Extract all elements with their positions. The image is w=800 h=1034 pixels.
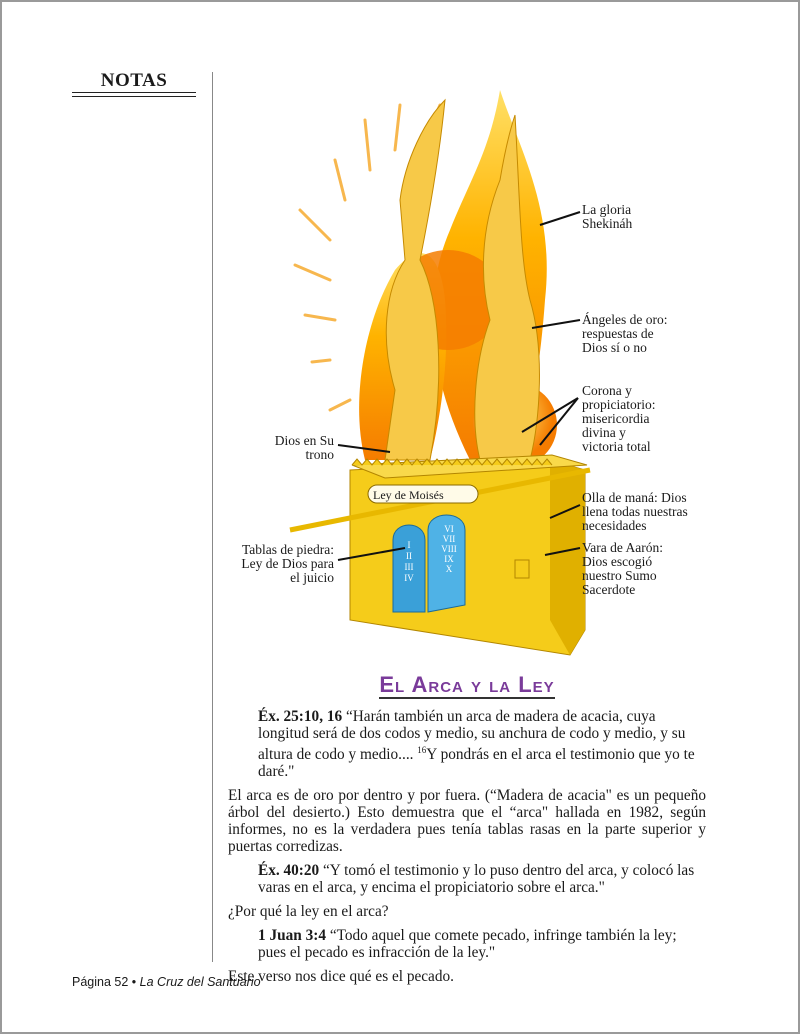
paragraph: Este verso nos dice qué es el pecado.: [228, 968, 454, 986]
stone-tablets: [392, 514, 466, 613]
notes-heading: NOTAS: [100, 70, 168, 91]
body-text: Éx. 25:10, 16 “Harán también un arca de …: [228, 708, 706, 992]
label-leaders: [337, 211, 581, 561]
scroll-label: Ley de Moisés: [373, 488, 444, 502]
verse-exodus-25: Éx. 25:10, 16 “Harán también un arca de …: [258, 708, 695, 781]
paragraph: El arca es de oro por dentro y por fuera…: [228, 787, 706, 856]
verse-exodus-40: Éx. 40:20 “Y tomó el testimonio y lo pus…: [258, 862, 695, 897]
verse-1-john: 1 Juan 3:4 “Todo aquel que comete pecado…: [258, 927, 677, 962]
notes-rule: [72, 92, 196, 93]
section-title: El Arca y la Ley: [379, 672, 555, 699]
notes-rule: [72, 96, 196, 97]
column-divider: [212, 72, 213, 962]
law-scroll: [367, 484, 479, 504]
angel-left-icon: [384, 98, 446, 461]
question: ¿Por qué la ley en el arca?: [228, 903, 389, 921]
angel-right-icon: [474, 114, 540, 461]
page-footer: Página 52 • La Cruz del Santuario: [72, 975, 261, 989]
ark-illustration: [289, 90, 591, 656]
